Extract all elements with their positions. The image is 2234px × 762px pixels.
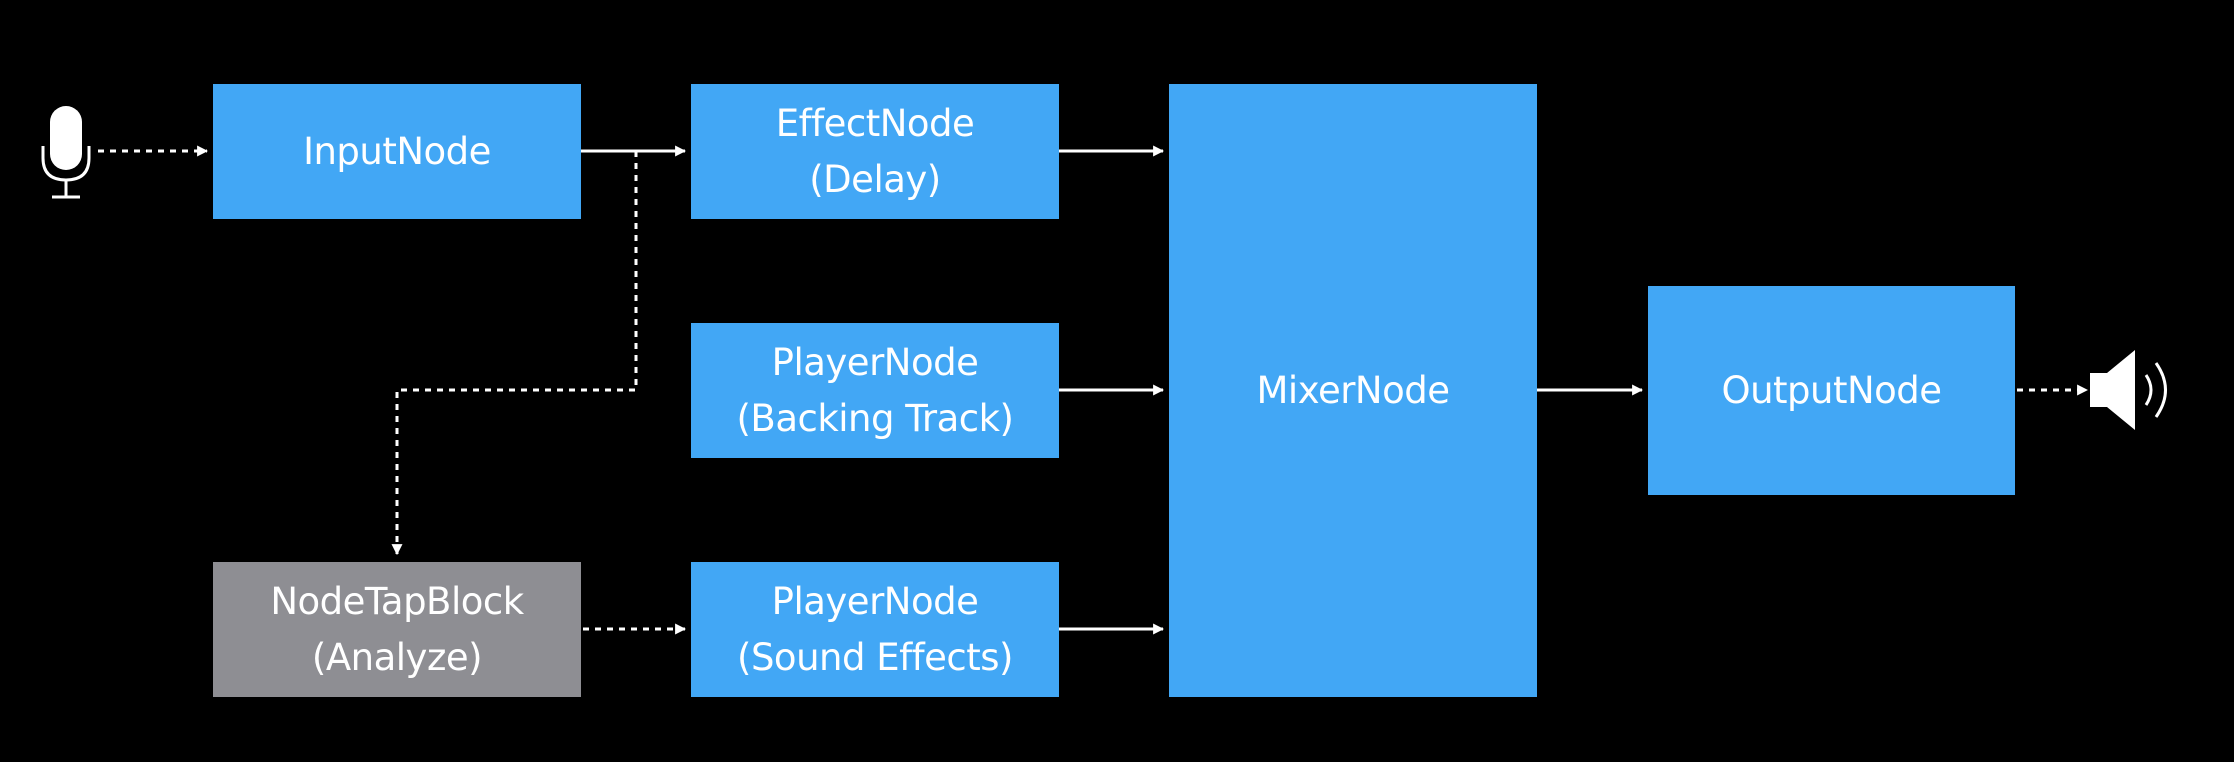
input-node: InputNode [213,84,581,219]
player-backing-label: PlayerNode [771,340,979,384]
player-node-backing-track: PlayerNode (Backing Track) [691,323,1059,458]
node-tap-block-analyze: NodeTapBlock (Analyze) [213,562,581,697]
effect-node-delay: EffectNode (Delay) [691,84,1059,219]
effect-node-sublabel: (Delay) [809,157,941,201]
input-node-label: InputNode [303,129,491,173]
tap-block-sublabel: (Analyze) [311,635,483,679]
speaker-icon [2090,350,2167,430]
output-node: OutputNode [1648,286,2015,495]
output-node-label: OutputNode [1721,368,1942,412]
player-effects-label: PlayerNode [771,579,979,623]
mixer-node-label: MixerNode [1256,368,1450,412]
player-backing-sublabel: (Backing Track) [736,396,1015,440]
player-node-sound-effects: PlayerNode (Sound Effects) [691,562,1059,697]
microphone-icon [41,106,91,199]
mixer-node: MixerNode [1169,84,1537,697]
player-effects-sublabel: (Sound Effects) [737,635,1013,679]
effect-node-label: EffectNode [775,101,975,145]
tap-block-label: NodeTapBlock [270,579,524,623]
